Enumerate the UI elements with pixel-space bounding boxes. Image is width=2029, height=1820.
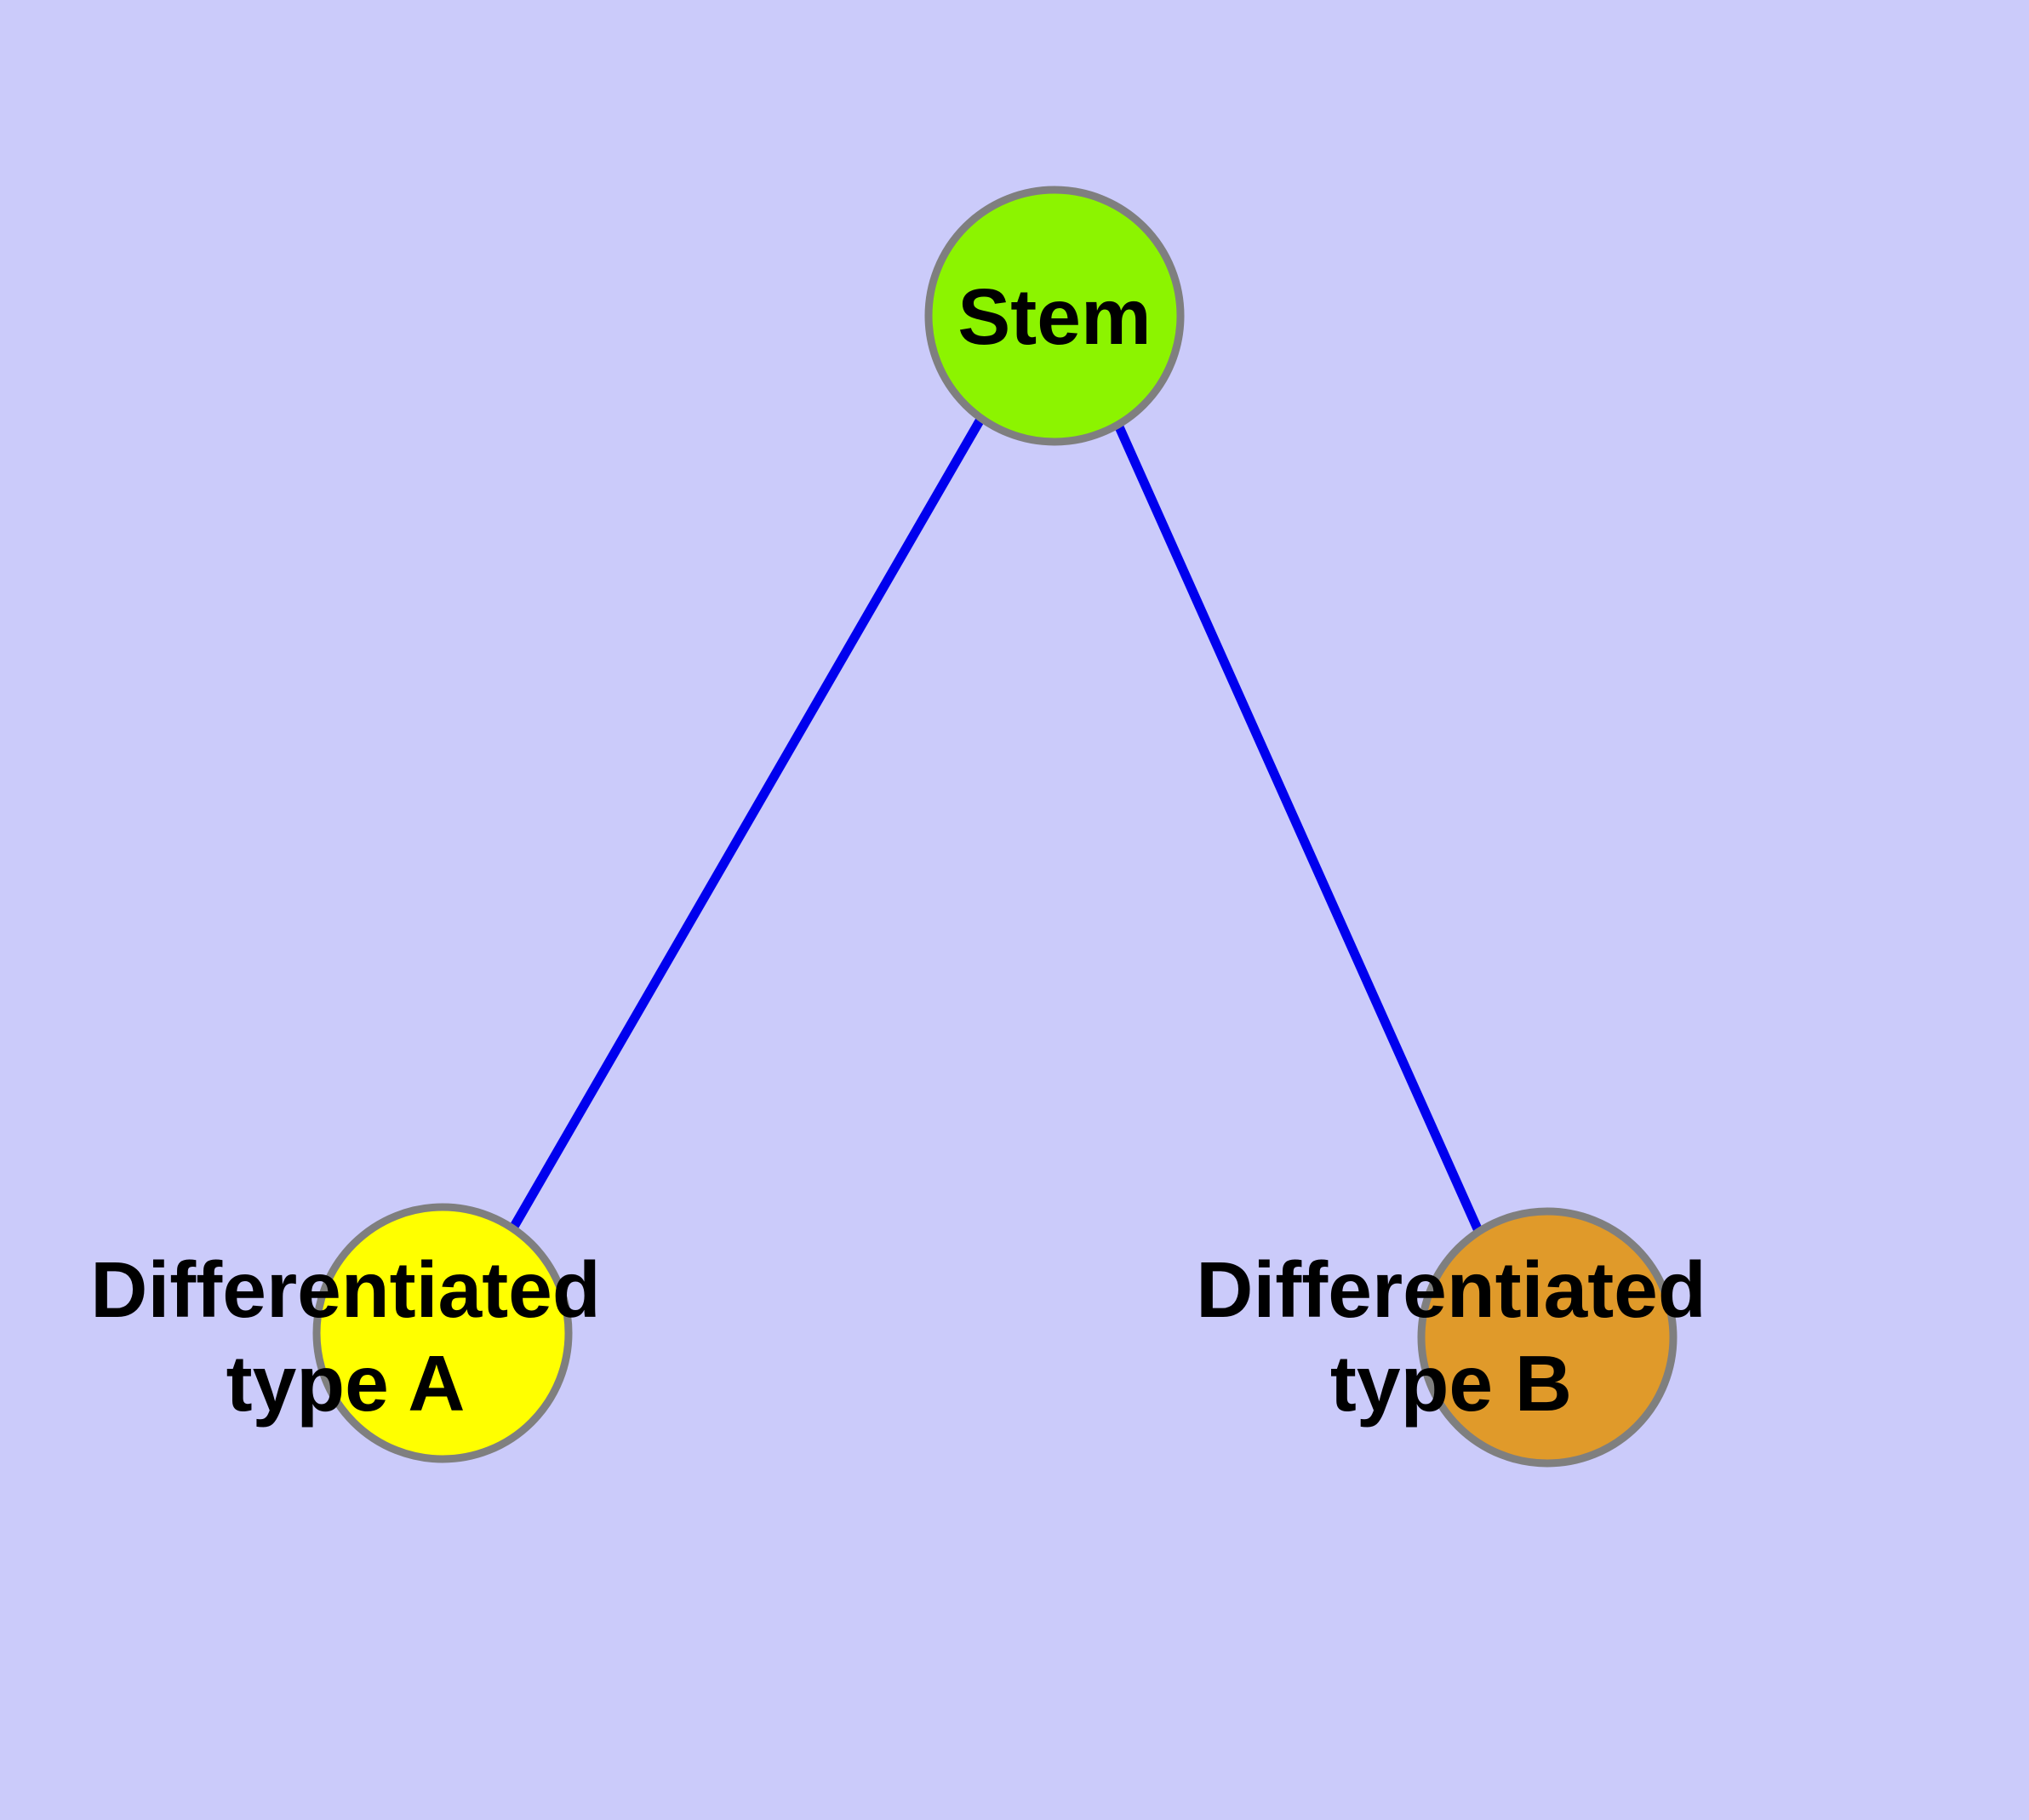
nodes-group [312, 186, 1677, 1468]
labels-group: Stem Differentiated type A Differentiate… [90, 272, 1706, 1428]
edges-group [507, 415, 1484, 1235]
node-label-differentiated-type-b-line2: type B [1330, 1339, 1572, 1428]
node-label-stem: Stem [957, 272, 1151, 361]
edge-stem-to-differentiated-type-b[interactable] [1112, 421, 1484, 1235]
edge-stem-to-differentiated-type-a[interactable] [507, 415, 986, 1233]
node-differentiated-type-a[interactable] [312, 1203, 573, 1463]
node-label-differentiated-type-a-line2: type A [226, 1339, 466, 1428]
node-label-differentiated-type-b-line1: Differentiated [1196, 1245, 1706, 1334]
node-label-differentiated-type-a-line1: Differentiated [90, 1245, 600, 1334]
node-stem[interactable] [924, 186, 1185, 446]
node-differentiated-type-b[interactable] [1417, 1207, 1677, 1468]
